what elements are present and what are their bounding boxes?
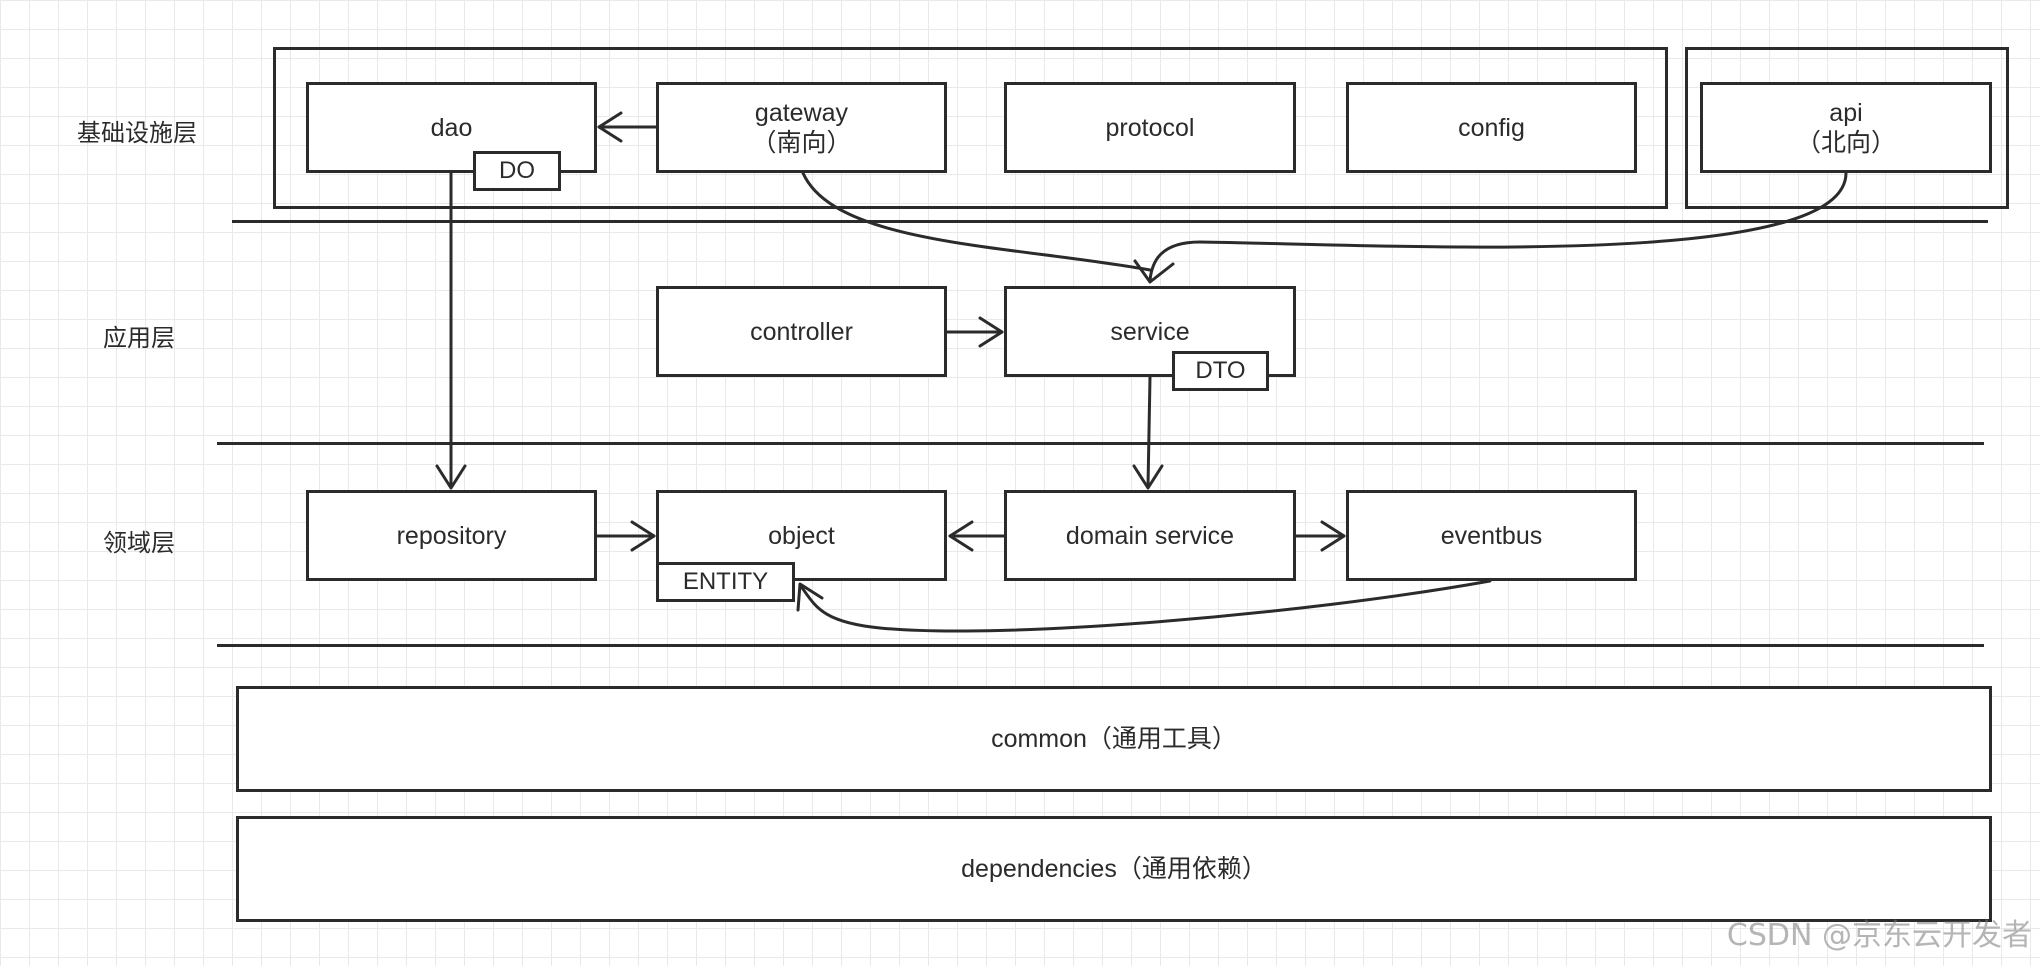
dto-tag: DTO	[1172, 351, 1269, 391]
watermark: CSDN @京东云开发者	[1726, 918, 2032, 953]
dependencies-box: dependencies（通用依赖）	[236, 816, 1992, 922]
arrow-service-to-domain-service	[1146, 375, 1152, 489]
layer-label-domain: 领域层	[103, 529, 175, 557]
arrow-eventbus-to-object	[798, 579, 1492, 633]
api-box: api （北向）	[1700, 82, 1992, 173]
arrowhead-repository-to-object	[630, 520, 656, 552]
do-tag: DO	[473, 151, 561, 191]
arrowhead-service-to-domain-service	[1132, 464, 1164, 490]
config-box: config	[1346, 82, 1637, 173]
arrowhead-dao-to-repository	[435, 464, 467, 490]
arrowhead-domain-service-to-object	[948, 520, 974, 552]
arrowhead-eventbus-to-object	[796, 582, 824, 612]
protocol-box: protocol	[1004, 82, 1296, 173]
repository-box: repository	[306, 490, 597, 581]
domain-service-box: domain service	[1004, 490, 1296, 581]
layer-divider-1	[232, 220, 1988, 223]
common-box: common（通用工具）	[236, 686, 1992, 792]
gateway-box: gateway （南向）	[656, 82, 947, 173]
layer-divider-2	[217, 442, 1984, 445]
arrowhead-to-service	[1133, 259, 1175, 284]
eventbus-box: eventbus	[1346, 490, 1637, 581]
entity-tag: ENTITY	[656, 562, 795, 602]
layer-divider-3	[217, 644, 1984, 647]
controller-box: controller	[656, 286, 947, 377]
arrowhead-controller-to-service	[978, 316, 1004, 348]
layer-label-infrastructure: 基础设施层	[77, 119, 197, 147]
layer-label-application: 应用层	[103, 324, 175, 352]
arrowhead-domain-service-to-eventbus	[1320, 520, 1346, 552]
